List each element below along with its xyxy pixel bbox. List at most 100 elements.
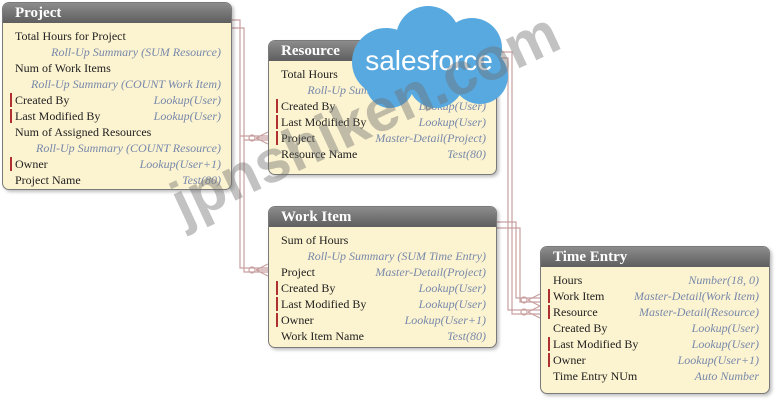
field-line: Project Master-Detail(Project): [281, 264, 486, 280]
connector-end-circle-2: [248, 266, 256, 274]
connector-end-circle-3: [520, 296, 528, 304]
field-type: Test(80): [182, 173, 221, 187]
crowsfoot-timeentry-1: [527, 293, 541, 307]
field-line: Num of Assigned Resources: [15, 124, 221, 140]
field-line: Total Hours for Project: [15, 28, 221, 44]
field-line: Last Modified By Lookup(User): [281, 296, 486, 312]
salesforce-logo: salesforce: [352, 6, 508, 108]
field-name: Last Modified By: [281, 115, 367, 129]
field-name: Total Hours: [281, 67, 338, 81]
field-name: Resource: [553, 305, 598, 319]
field-line: Sum of Hours: [281, 232, 486, 248]
field-name: Last Modified By: [15, 109, 101, 123]
field-type: Master-Detail(Resource): [639, 305, 759, 319]
field-line: Total Hours: [281, 66, 486, 82]
field-name: Project: [281, 131, 315, 145]
entity-title: Time Entry: [541, 247, 769, 267]
field-row: Resource Master-Detail(Resource): [548, 304, 759, 320]
field-line: Created By Lookup(User): [15, 92, 221, 108]
field-line: Num of Work Items: [15, 60, 221, 76]
field-row: Created By Lookup(User): [10, 92, 221, 108]
field-name: Time Entry NUm: [553, 369, 638, 383]
field-name: Owner: [553, 353, 586, 367]
field-type: Lookup(User+1): [404, 313, 486, 327]
field-row: Last Modified By Lookup(User): [10, 108, 221, 124]
field-name: Last Modified By: [281, 297, 367, 311]
field-type: Master-Detail(Project): [375, 265, 486, 279]
field-type: Lookup(User+1): [139, 157, 221, 171]
field-name: Work Item: [553, 289, 605, 303]
field-name: Num of Work Items: [15, 61, 111, 75]
field-type: Lookup(User): [153, 93, 221, 107]
field-name: Created By: [553, 321, 608, 335]
field-name: Project: [281, 265, 315, 279]
field-row: Project Name Test(80): [15, 172, 221, 188]
field-line: Created By Lookup(User): [281, 280, 486, 296]
field-line: Project Name Test(80): [15, 172, 221, 188]
connector-end-circle-4: [520, 308, 528, 316]
field-row: Last Modified By Lookup(User): [276, 114, 486, 130]
field-line: Hours Number(18, 0): [553, 272, 759, 288]
field-type: Lookup(User): [418, 297, 486, 311]
field-name: Owner: [281, 313, 314, 327]
field-line: Last Modified By Lookup(User): [15, 108, 221, 124]
connector-project-resource-b: [232, 27, 268, 141]
field-row: Owner Lookup(User+1): [276, 312, 486, 328]
field-name: Work Item Name: [281, 329, 365, 343]
field-name: Created By: [15, 93, 70, 107]
field-type: Master-Detail(Work Item): [634, 289, 759, 303]
field-name: Last Modified By: [553, 337, 639, 351]
field-name: Total Hours for Project: [15, 29, 126, 43]
field-row: Hours Number(18, 0): [553, 272, 759, 288]
field-type: Lookup(User): [418, 115, 486, 129]
field-type: Lookup(User+1): [677, 353, 759, 367]
field-summary: Roll-Up Summary (SUM Resource): [51, 45, 221, 59]
field-type: Number(18, 0): [688, 273, 759, 287]
connector-workitem-timeentry: [497, 221, 540, 299]
field-row: Work Item Master-Detail(Work Item): [548, 288, 759, 304]
field-line: Resource Master-Detail(Resource): [553, 304, 759, 320]
crowsfoot-timeentry-2: [527, 305, 541, 319]
field-line: Work Item Master-Detail(Work Item): [553, 288, 759, 304]
field-name: Project Name: [15, 173, 81, 187]
entity-title: Work Item: [269, 207, 496, 227]
field-line: Last Modified By Lookup(User): [281, 114, 486, 130]
field-type: Test(80): [447, 147, 486, 161]
field-type: Lookup(User): [153, 109, 221, 123]
field-line: Owner Lookup(User+1): [553, 352, 759, 368]
field-summary: Roll-Up Summary (COUNT Resource): [36, 141, 221, 155]
field-name: Created By: [281, 281, 336, 295]
entity-title: Project: [3, 3, 231, 23]
field-row: Created By Lookup(User): [276, 280, 486, 296]
field-row: Owner Lookup(User+1): [548, 352, 759, 368]
field-type: Lookup(User): [418, 281, 486, 295]
connector-project-resource: [232, 19, 268, 137]
field-row: Project Master-Detail(Project): [281, 264, 486, 280]
field-name: Sum of Hours: [281, 233, 349, 247]
field-name: Hours: [553, 273, 583, 287]
field-row: Last Modified By Lookup(User): [276, 296, 486, 312]
